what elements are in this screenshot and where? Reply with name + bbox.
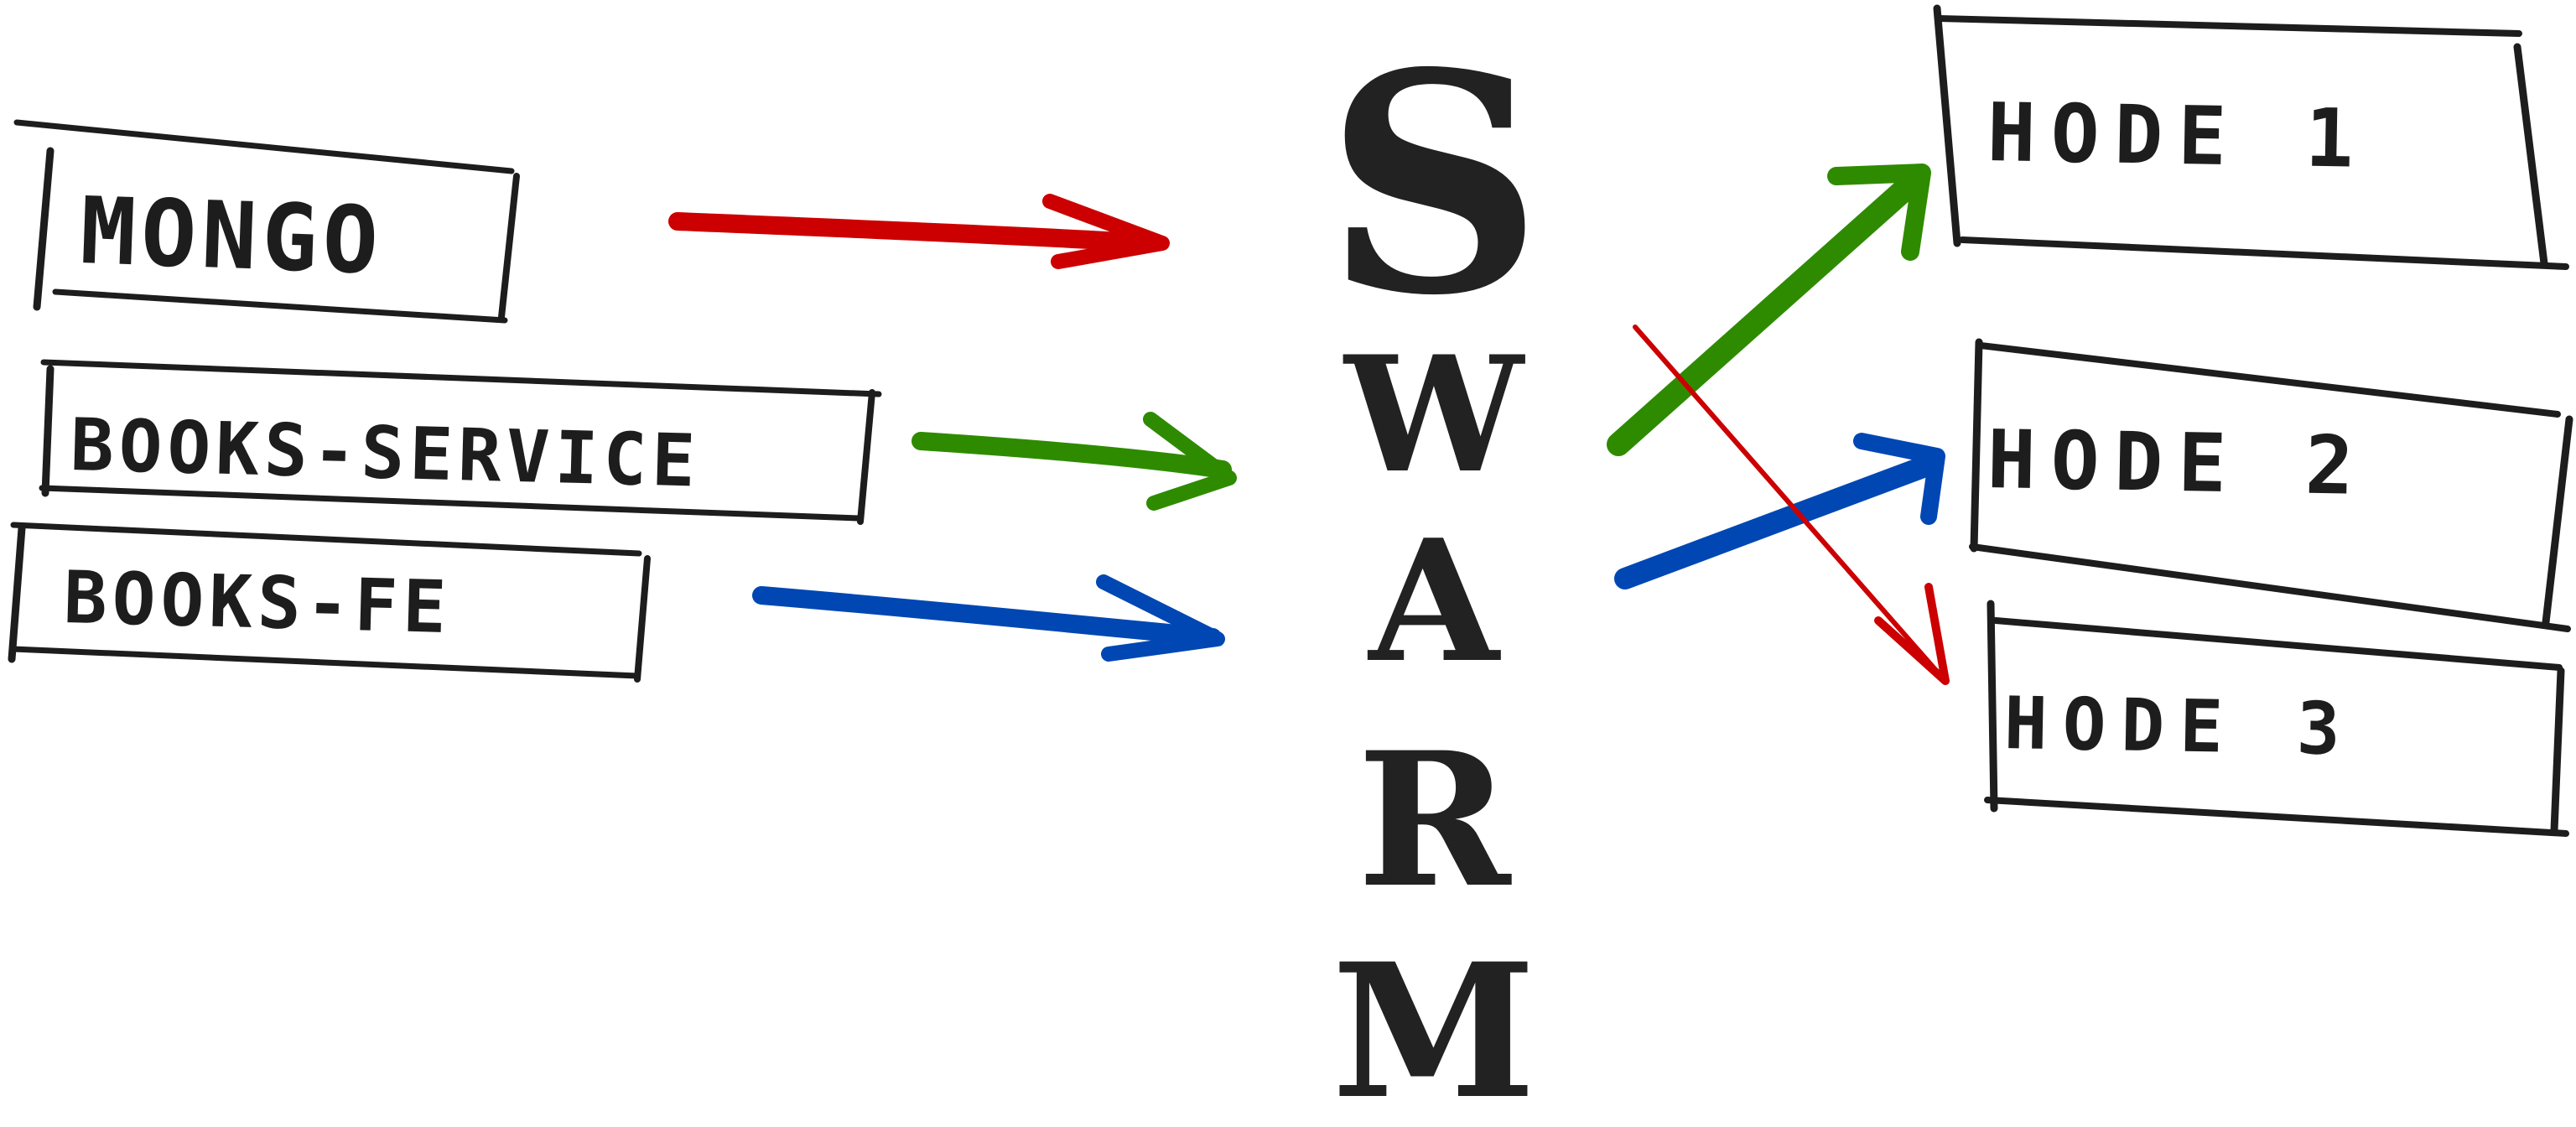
swarm-letter-m: M — [1332, 922, 1536, 1127]
node-label-1: НОDЕ 1 — [1987, 86, 2370, 186]
node-box-2 — [1969, 338, 2573, 632]
node-box-1 — [1933, 4, 2569, 270]
service-label-books-service: BOOKS-SERVICE — [69, 403, 702, 504]
swarm-letter-r: R — [1357, 711, 1511, 928]
arrow-books-service-to-swarm — [911, 412, 1237, 511]
node-label-3: НОDЕ 3 — [2003, 682, 2356, 772]
service-box-books-fe — [8, 522, 651, 683]
swarm-letter-a: A — [1368, 503, 1499, 700]
service-box-books-service — [39, 359, 882, 525]
service-box-mongo — [13, 119, 520, 324]
arrow-swarm-to-node-3 — [1633, 325, 1950, 685]
arrow-mongo-to-swarm — [668, 194, 1170, 269]
service-label-mongo: MONGO — [78, 177, 386, 295]
arrow-books-fe-to-swarm — [752, 574, 1225, 662]
service-label-books-fe: BOOKS-FE — [62, 556, 453, 651]
swarm-letter-s: S — [1325, 7, 1543, 361]
node-box-3 — [1984, 600, 2569, 837]
arrow-swarm-to-node-1 — [1607, 164, 1931, 456]
node-label-2: НОDЕ 2 — [1987, 413, 2370, 513]
arrow-swarm-to-node-2 — [1614, 433, 1945, 589]
swarm-letter-w: W — [1344, 321, 1524, 508]
